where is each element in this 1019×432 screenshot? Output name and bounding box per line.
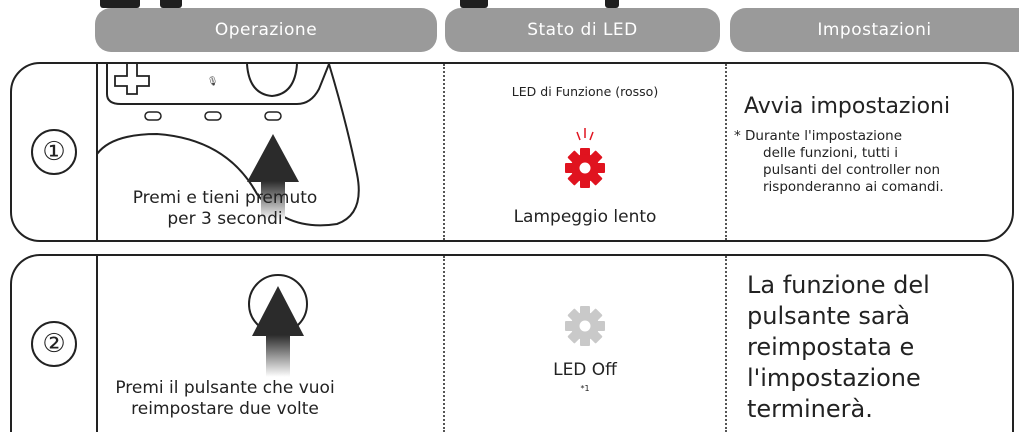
column-divider [725,64,727,240]
step-number-cell: ② [12,256,98,432]
operation-instruction: Premi e tieni premuto per 3 secondi [132,188,318,229]
step-number-cell: ① [12,64,98,240]
led-label: LED di Funzione (rosso) [511,84,659,99]
led-state: Lampeggio lento [513,207,657,227]
header-operazione: Operazione [95,8,437,52]
setting-title: Avvia impostazioni [744,94,951,119]
column-divider [443,64,445,240]
step-number-1: ① [31,129,77,175]
step-row-2: ② Premi il pulsante che vuoi reimpostare… [10,254,1014,432]
controller-illustration: 🎙 [96,63,360,227]
off-led-gear-icon [565,306,605,346]
setting-note: * Durante l'impostazione delle funzioni,… [734,128,1006,196]
press-button-illustration [248,274,308,377]
setting-note-line1: * Durante l'impostazione [734,128,903,144]
step-row-1: ① 🎙 Premi e tieni premuto per 3 secondi … [10,62,1014,242]
column-divider [443,256,445,432]
operation-instruction: Premi il pulsante che vuoi reimpostare d… [115,378,335,419]
step-number-2: ② [31,321,77,367]
setting-note-body: delle funzioni, tutti i pulsanti del con… [763,145,944,195]
red-led-gear-icon [565,128,605,188]
header-stato-led: Stato di LED [445,8,720,52]
column-divider [725,256,727,432]
led-footnote-ref: *1 [580,384,590,393]
svg-text:🎙: 🎙 [207,76,218,87]
led-state: LED Off [553,360,617,380]
header-impostazioni: Impostazioni [730,8,1019,52]
setting-result-text: La funzione del pulsante sarà reimpostat… [747,271,930,423]
page-title-cutoff [100,0,620,8]
